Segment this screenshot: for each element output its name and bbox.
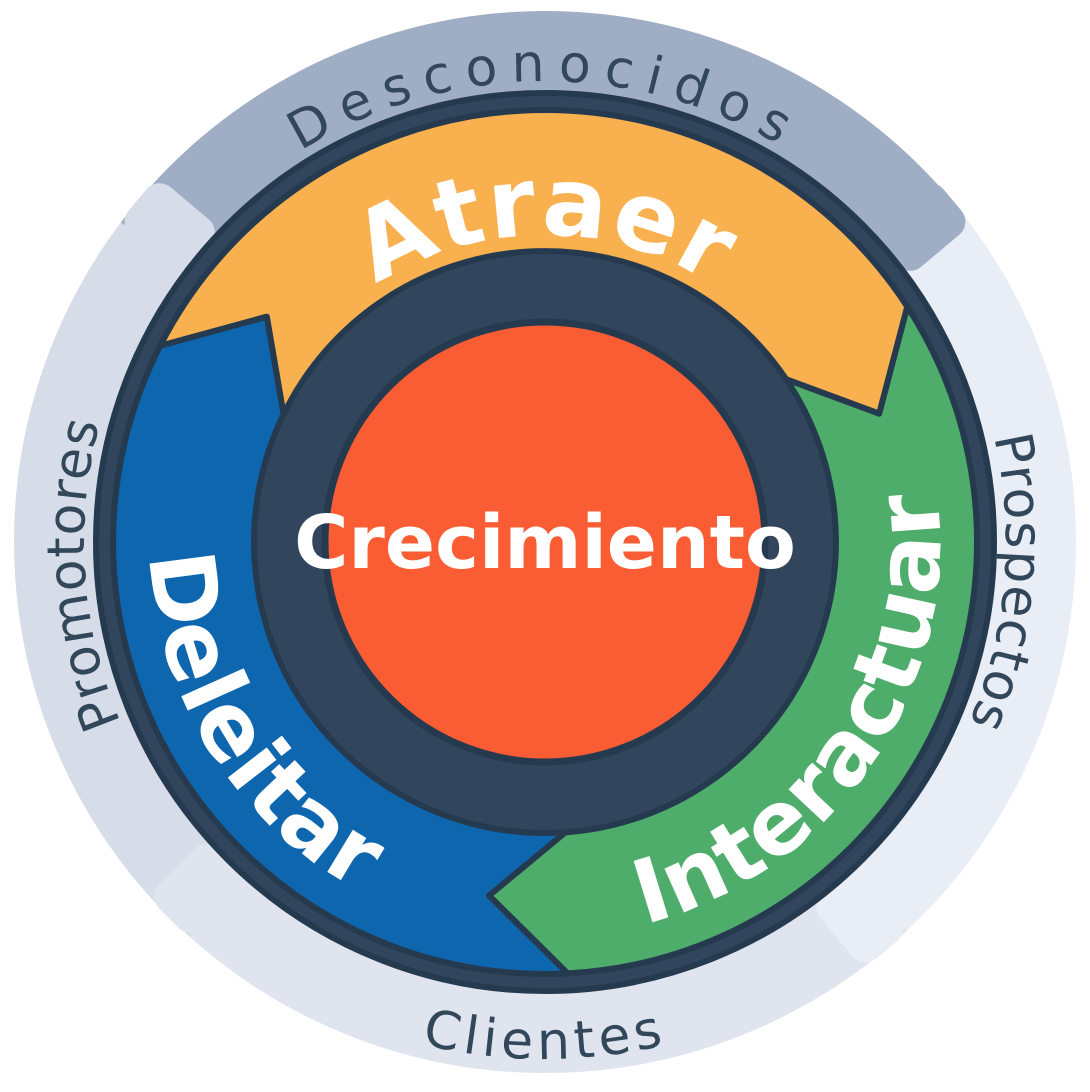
segment-deleitar xyxy=(110,313,571,977)
segment-interactuar xyxy=(486,303,980,977)
wheel-segments xyxy=(110,107,980,977)
ring-arc-clientes xyxy=(169,859,908,1074)
ring-cap-prospectos xyxy=(816,872,904,963)
ring-cap-clientes xyxy=(153,843,244,934)
audience-ring xyxy=(14,11,1076,1074)
ring-arc-prospectos xyxy=(833,179,1076,949)
center-circle xyxy=(321,318,769,766)
segment-atraer xyxy=(157,107,911,418)
label-crecimiento: Crecimiento xyxy=(294,500,796,586)
ring-cap-promotores xyxy=(124,183,215,271)
ring-cap-desconocidos xyxy=(875,183,966,271)
ring-arc-desconocidos xyxy=(120,11,952,272)
ring-arc-promotores xyxy=(14,200,245,937)
